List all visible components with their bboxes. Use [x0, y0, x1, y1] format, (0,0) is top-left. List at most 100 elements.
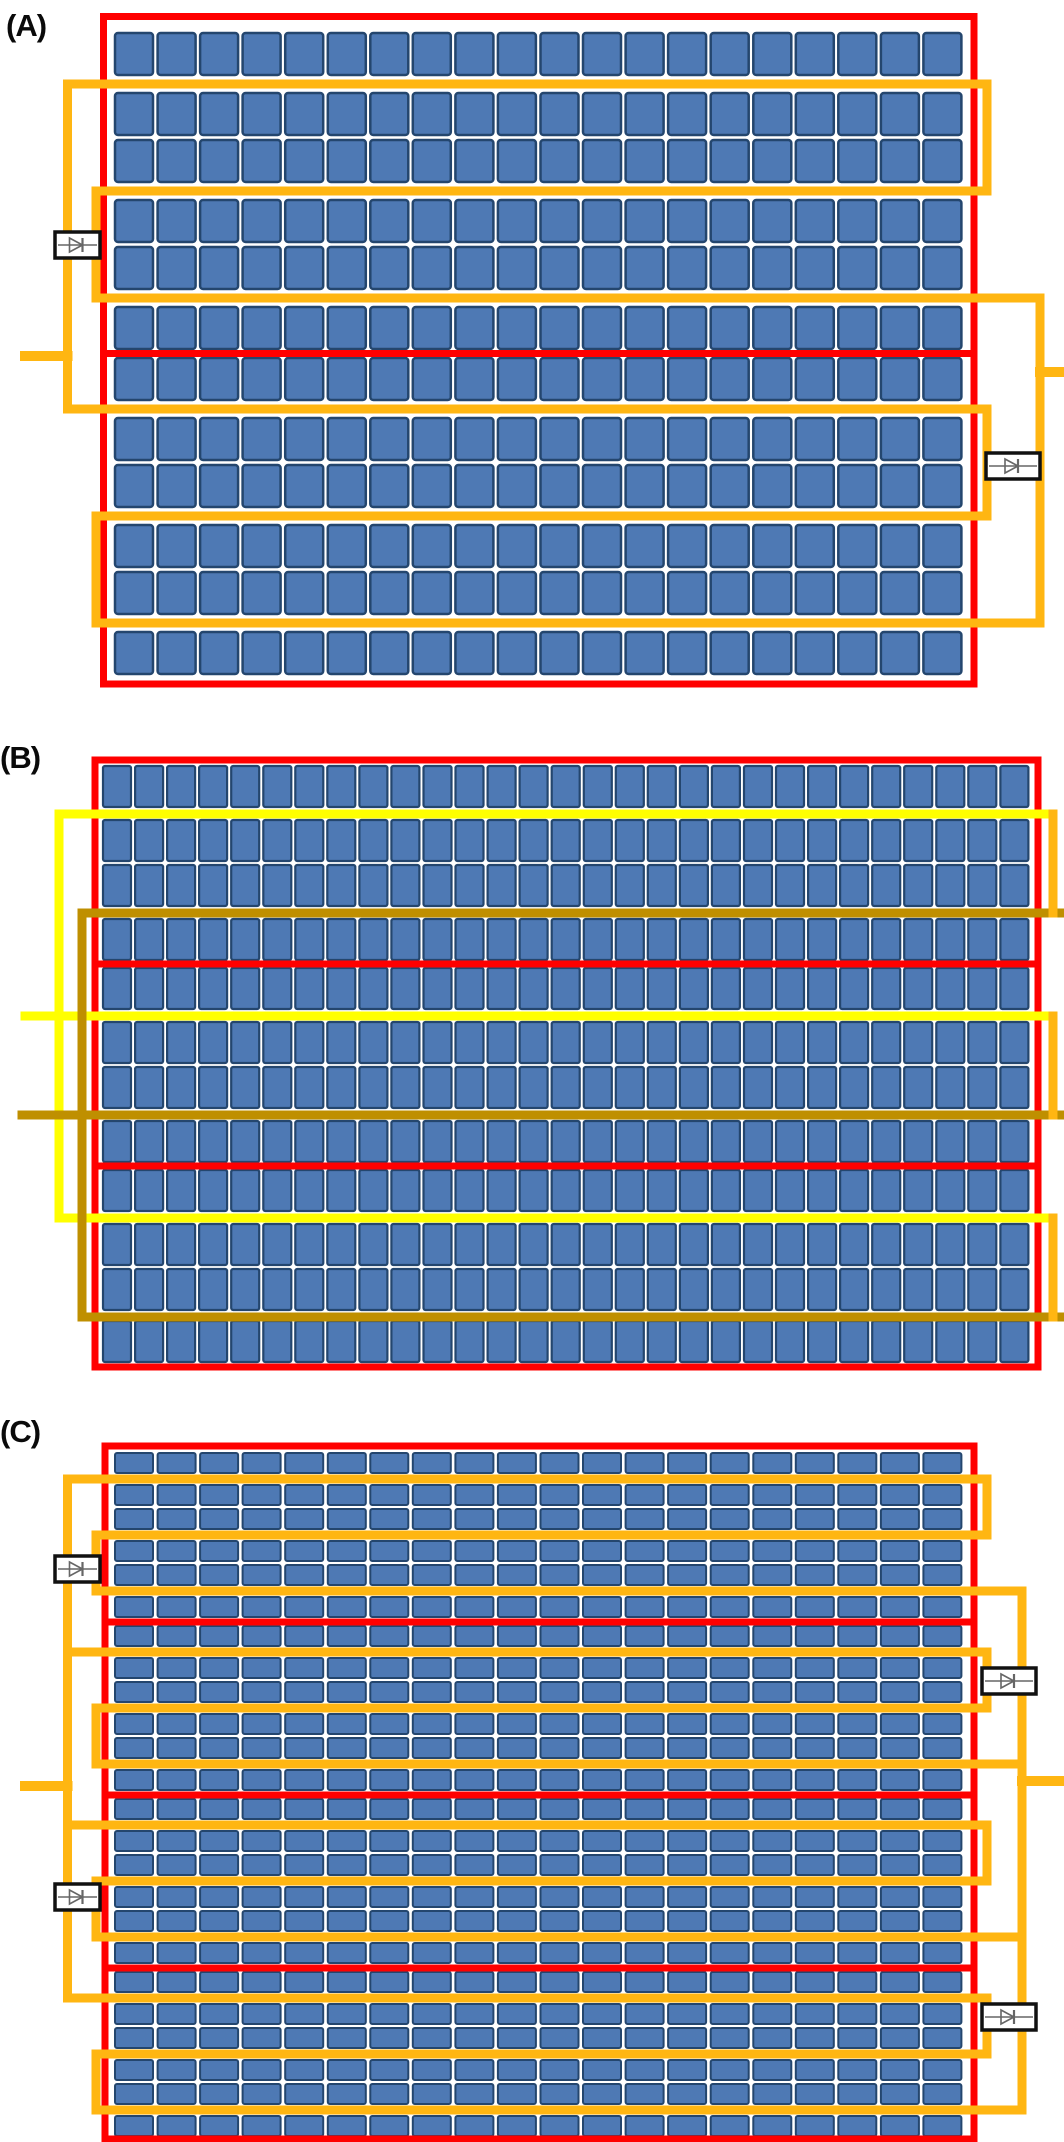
pv-cell	[496, 1540, 537, 1562]
pv-cell	[742, 1119, 774, 1164]
pv-cell	[114, 1942, 154, 1964]
pv-cell	[710, 863, 742, 908]
bypass-diode-icon	[980, 2002, 1038, 2032]
pv-cell	[794, 1657, 835, 1679]
pv-cell	[294, 764, 325, 809]
pv-cell	[198, 305, 240, 351]
pv-cell	[454, 356, 495, 402]
pv-cell	[369, 1681, 410, 1703]
pv-cell	[794, 630, 836, 676]
pv-cell	[922, 1508, 963, 1530]
pv-cell	[369, 1769, 410, 1791]
pv-cell	[614, 1267, 645, 1312]
pv-cell	[667, 1484, 708, 1506]
panel-b	[17, 756, 1064, 1371]
pv-cell	[903, 1222, 934, 1267]
pv-cell	[113, 463, 155, 509]
pv-cell	[752, 416, 793, 462]
pv-cell	[879, 570, 921, 616]
pv-cell	[496, 1798, 537, 1820]
pv-cell	[198, 1065, 229, 1110]
pv-cell	[369, 1452, 410, 1474]
pv-cell	[806, 1119, 838, 1164]
pv-cell	[922, 2027, 963, 2049]
pv-cell	[454, 1830, 495, 1852]
pv-cell	[550, 1065, 581, 1110]
pv-cell	[794, 198, 836, 244]
pv-cell	[539, 2027, 580, 2049]
pv-cell	[667, 1854, 708, 1876]
pv-cell	[358, 1168, 389, 1213]
pv-cell	[582, 966, 613, 1011]
pv-cell	[326, 356, 368, 402]
pv-cell	[774, 1168, 806, 1213]
pv-cell	[752, 198, 793, 244]
pv-cell	[752, 570, 793, 616]
pv-cell	[156, 1508, 197, 1530]
pv-cell	[710, 1267, 742, 1312]
pv-cell	[518, 966, 549, 1011]
pv-cell	[156, 463, 197, 509]
pv-cell	[326, 630, 368, 676]
pv-cell	[326, 138, 368, 184]
pv-cell	[284, 2059, 325, 2081]
pv-cell	[539, 570, 580, 616]
pv-cell	[294, 1119, 325, 1164]
pv-cell	[922, 1886, 963, 1908]
pv-cell	[518, 1222, 549, 1267]
pv-cell	[113, 570, 155, 616]
pv-cell	[774, 966, 806, 1011]
pv-cell	[709, 630, 750, 676]
pv-cell	[879, 1737, 920, 1759]
pv-cell	[667, 2059, 708, 2081]
pv-cell	[837, 305, 878, 351]
pv-cell	[837, 1508, 878, 1530]
pv-cell	[369, 2115, 410, 2137]
pv-cell	[199, 1713, 240, 1735]
pv-cell	[358, 1065, 389, 1110]
pv-cell	[582, 2115, 622, 2137]
bypass-diode-icon	[980, 1666, 1038, 1696]
pv-cell	[262, 917, 293, 962]
pv-cell	[486, 917, 517, 962]
pv-cell	[241, 1540, 282, 1562]
pv-cell	[903, 1119, 934, 1164]
pv-cell	[390, 1065, 421, 1110]
pv-cell	[624, 2003, 665, 2025]
pv-cell	[454, 917, 485, 962]
pv-cell	[369, 91, 410, 137]
pv-cell	[114, 1854, 154, 1876]
pv-cell	[454, 1020, 485, 1065]
pv-cell	[879, 2003, 920, 2025]
pv-cell	[199, 1596, 240, 1618]
bypass-diode-icon	[53, 1882, 102, 1912]
pv-cell	[199, 2059, 240, 2081]
pv-cell	[113, 356, 155, 402]
pv-cell	[539, 1830, 580, 1852]
pv-cell	[582, 2083, 622, 2105]
pv-cell	[496, 2059, 537, 2081]
pv-cell	[422, 1065, 453, 1110]
panel-a-cell-grid	[113, 31, 963, 676]
pv-cell	[794, 1484, 835, 1506]
pv-cell	[326, 1596, 367, 1618]
pv-cell	[369, 1596, 410, 1618]
pv-cell	[326, 1065, 357, 1110]
pv-cell	[624, 245, 665, 291]
pv-cell	[454, 1065, 485, 1110]
pv-cell	[411, 31, 453, 77]
pv-cell	[967, 1119, 998, 1164]
pv-cell	[838, 1168, 870, 1213]
pv-cell	[624, 1540, 665, 1562]
pv-cell	[922, 91, 963, 137]
pv-cell	[199, 1484, 240, 1506]
pv-cell	[454, 1267, 485, 1312]
pv-cell	[581, 630, 623, 676]
pv-cell	[198, 356, 240, 402]
pv-cell	[752, 2027, 793, 2049]
pv-cell	[794, 1854, 835, 1876]
pv-cell	[454, 1319, 485, 1364]
pv-cell	[581, 31, 623, 77]
pv-cell	[411, 2083, 452, 2105]
pv-cell	[156, 1769, 197, 1791]
